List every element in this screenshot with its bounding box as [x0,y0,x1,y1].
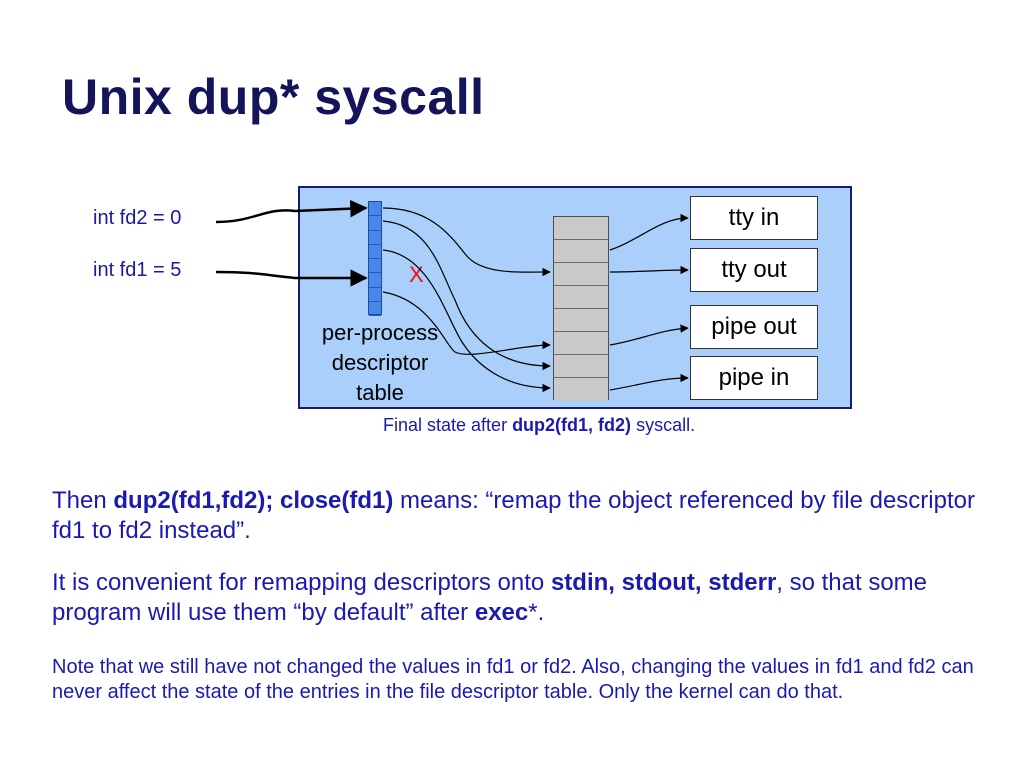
open-file-table [553,216,609,401]
p2-post: *. [528,599,545,626]
paragraph-note: Note that we still have not changed the … [52,656,974,703]
p2-pre: It is convenient for remapping descripto… [52,569,551,596]
closed-entry-x-mark: X [409,262,424,287]
fd2-label: int fd2 = 0 [93,207,182,229]
arrow-oft-to-tty-in [609,213,689,251]
open-file-entry [554,240,608,263]
open-file-entry [554,309,608,332]
descriptor-entry [369,302,381,316]
diagram-caption: Final state after dup2(fd1, fd2) syscall… [383,415,695,436]
slide-title: Unix dup* syscall [62,69,485,125]
p1-pre: Then [52,487,114,514]
descriptor-entry [369,231,381,245]
object-pipe-out: pipe out [690,305,818,349]
arrow-entry4-to-oft [382,291,551,355]
p1-code: dup2(fd1,fd2); close(fd1) [113,487,394,514]
paragraph-remapping: It is convenient for remapping descripto… [52,568,982,628]
arrow-entry0-to-oft [382,207,551,277]
caption-syscall: dup2(fd1, fd2) [512,415,632,435]
arrow-oft-to-pipe-in [609,373,689,391]
caption-pre: Final state after [383,415,513,435]
open-file-entry [554,378,608,401]
fd1-label: int fd1 = 5 [93,259,182,281]
p1-post: means: “remap the object referenced by f… [52,487,975,544]
arrow-entry1-to-oft [382,220,551,371]
descriptor-table-caption: per-process descriptor table [304,318,456,408]
descriptor-entry [369,216,381,231]
arrow-oft-to-pipe-out [609,324,689,346]
object-pipe-in: pipe in [690,356,818,400]
p2-std-streams: stdin, stdout, stderr [550,569,777,596]
open-file-entry [554,355,608,378]
open-file-entry [554,217,608,240]
p2-mid: , so that some program will use them “by… [52,569,928,626]
caption-line-3: table [356,380,404,405]
caption-line-2: descriptor [331,350,429,375]
caption-line-1: per-process [321,320,439,345]
open-file-entry [554,263,608,286]
object-tty-out: tty out [690,248,818,292]
p2-exec: exec [474,599,529,626]
arrow-fd2-to-table [215,199,368,224]
open-file-entry [554,286,608,309]
arrow-entry3-to-oft [382,249,551,393]
arrow-oft-to-tty-out [609,265,689,275]
descriptor-entry [369,259,381,274]
open-file-entry [554,332,608,355]
descriptor-entry [369,288,381,302]
object-tty-in: tty in [690,196,818,240]
per-process-descriptor-table [368,201,382,316]
descriptor-entry [369,273,381,288]
descriptor-entry [369,245,381,259]
arrow-fd1-to-table [215,269,368,287]
caption-post: syscall. [631,415,696,435]
paragraph-dup2-meaning: Then dup2(fd1,fd2); close(fd1) means: “r… [52,486,982,546]
descriptor-entry [369,202,381,217]
